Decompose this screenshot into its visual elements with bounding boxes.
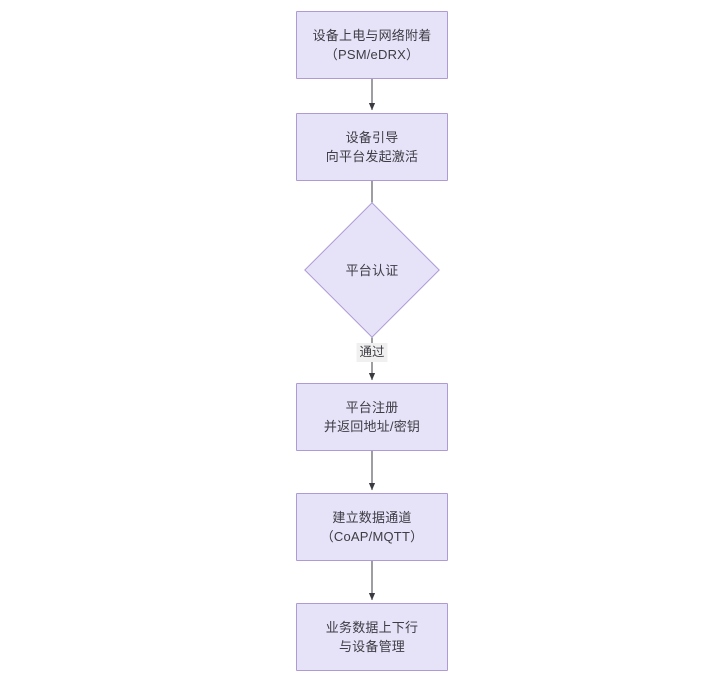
edge-label-pass: 通过 xyxy=(356,343,388,362)
node-label-line: 建立数据通道 xyxy=(332,510,412,525)
node-label-line: 设备引导 xyxy=(345,130,399,145)
node-label-line: 平台认证 xyxy=(345,262,399,278)
node-label-line: 与设备管理 xyxy=(338,639,405,654)
node-business-data-and-device-mgmt[interactable]: 业务数据上下行 与设备管理 xyxy=(296,603,448,671)
node-label-line: 平台注册 xyxy=(345,400,399,415)
node-label-line: 业务数据上下行 xyxy=(325,620,419,635)
node-platform-auth-decision[interactable]: 平台认证 xyxy=(304,202,440,338)
node-label-line: 并返回地址/密钥 xyxy=(323,419,421,434)
node-platform-registration[interactable]: 平台注册 并返回地址/密钥 xyxy=(296,383,448,451)
node-establish-data-channel[interactable]: 建立数据通道 （CoAP/MQTT） xyxy=(296,493,448,561)
node-device-power-on[interactable]: 设备上电与网络附着 （PSM/eDRX） xyxy=(296,11,448,79)
node-label-line: （CoAP/MQTT） xyxy=(320,529,424,544)
node-label-line: 设备上电与网络附着 xyxy=(312,28,432,43)
node-device-bootstrap[interactable]: 设备引导 向平台发起激活 xyxy=(296,113,448,181)
node-label-line: （PSM/eDRX） xyxy=(324,47,420,62)
node-label-line: 向平台发起激活 xyxy=(325,149,419,164)
